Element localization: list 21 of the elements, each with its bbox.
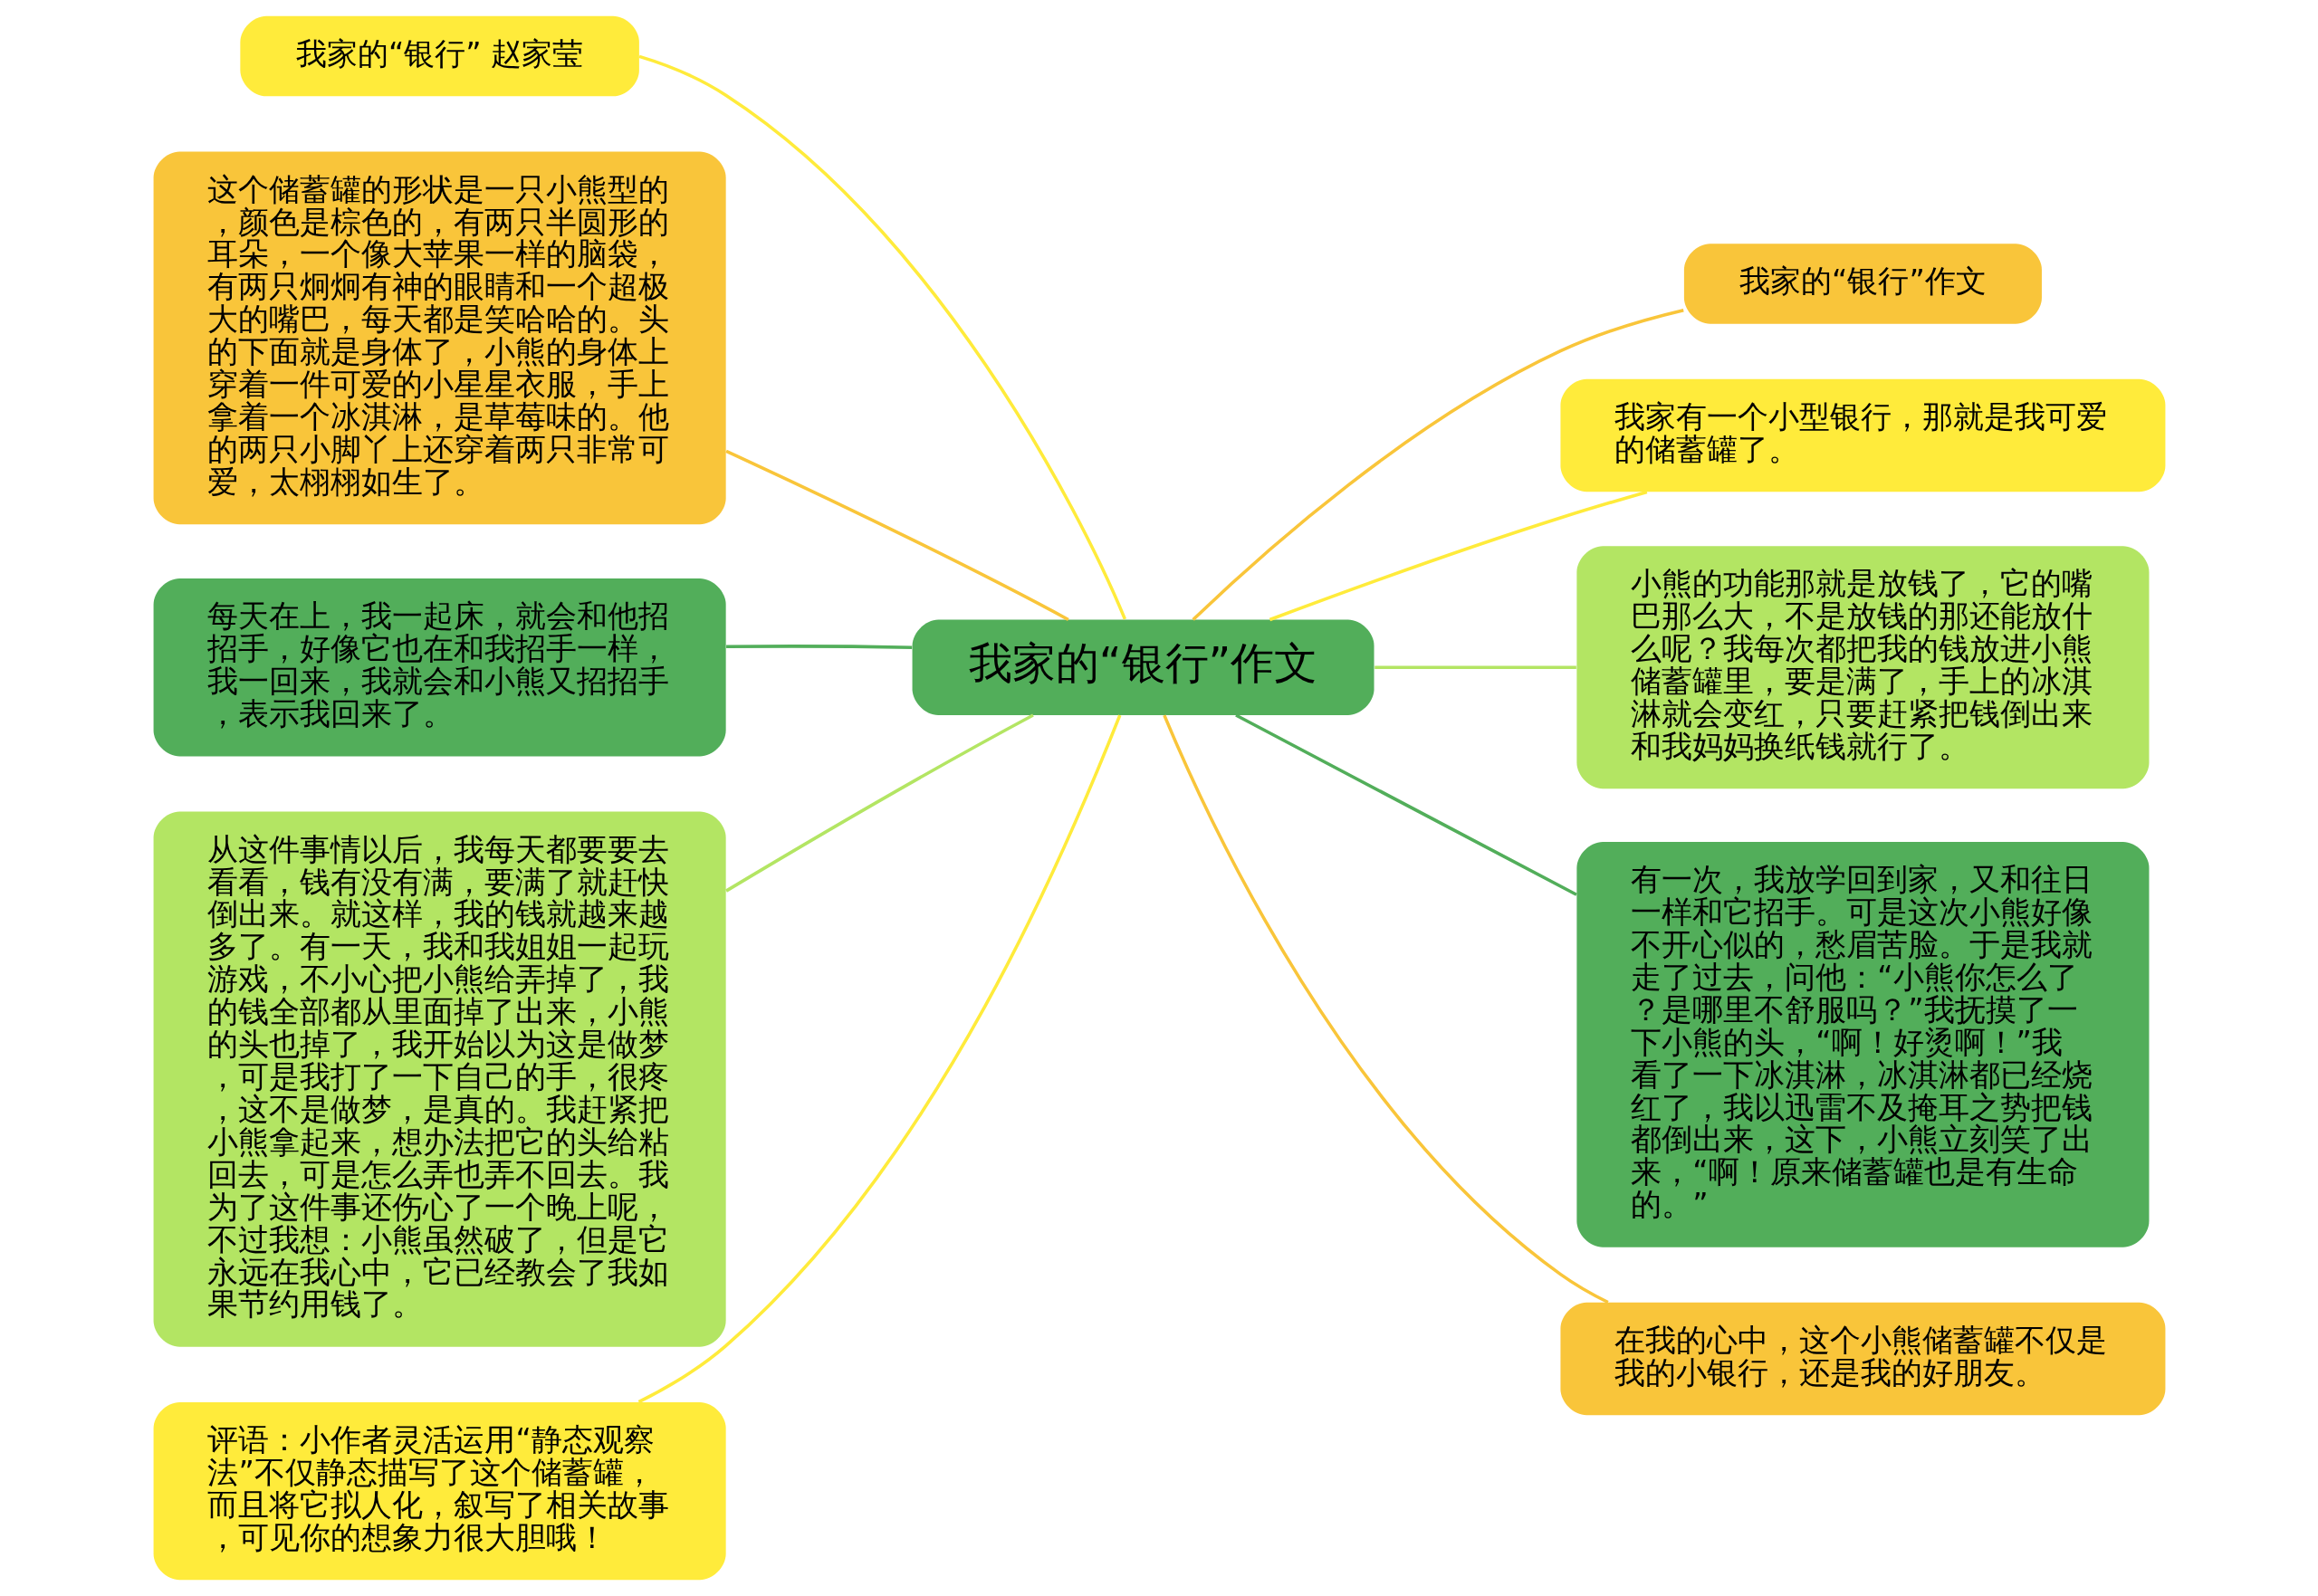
node-box: 小熊的功能那就是放钱了，它的嘴巴那么大，不是放钱的那还能放什么呢？我每次都把我的钱放进小熊储蓄罐里，要是满了，手上的冰淇淋就会变红，只要赶紧把钱倒出来和我妈妈换纸钱就行了。	[1576, 546, 2149, 789]
node-box: 从这件事情以后，我每天都要要去看看，钱有没有满，要满了就赶快倒出来。就这样，我的钱就越来越多了。有一天，我和我姐姐一起玩游戏，不小心把小熊给弄掉了，我的钱全部都从里面掉了出来，小熊的头也掉了，我开始以为这是做梦，可是我打了一下自己的手，很疼，这不是做梦，是真的。我赶紧把小熊拿起来，想办法把它的头给粘回去，可是怎么弄也弄不回去。我为了这件事还伤心了一个晚上呢，不过我想：小熊虽然破了，但是它永远在我心中，它已经教会了我如果节约用钱了。	[153, 811, 726, 1347]
node-box: 评语：小作者灵活运用“静态观察法”不仅静态描写了这个储蓄罐，而且将它拟人化，叙写了相关故事，可见你的想象力很大胆哦！	[153, 1401, 726, 1581]
node-box: 我家的“银行” 赵家莹	[239, 15, 639, 97]
node-box: 这个储蓄罐的形状是一只小熊型的，颜色是棕色的，有两只半圆形的耳朵，一个像大苹果一样的脑袋，有两只炯炯有神的眼睛和一个超极大的嘴巴，每天都是笑哈哈的。头的下面就是身体了，小熊的身体上穿着一件可爱的小星星衣服，手上拿着一个冰淇淋，是草莓味的。他的两只小脚丫上还穿着两只非常可爱，太栩栩如生了。	[153, 151, 726, 525]
connector	[1191, 308, 1684, 621]
connector	[1269, 490, 1647, 622]
node-box: 每天在上，我一起床，就会和他招招手，好像它也在和我招手一样，我一回来，我就会和小熊又招招手，表示我回来了。	[153, 578, 726, 757]
connector	[637, 714, 1121, 1404]
node-box: 我家的“银行”作文	[912, 619, 1375, 715]
connector	[725, 645, 912, 649]
connector	[638, 54, 1126, 620]
connector	[724, 713, 1034, 893]
node-box: 我家的“银行”作文	[1683, 244, 2042, 324]
node-box: 我家有一个小型银行，那就是我可爱的储蓄罐了。	[1559, 378, 2165, 492]
connector	[1374, 665, 1576, 670]
connector	[724, 449, 1069, 622]
node-box: 在我的心中，这个小熊储蓄罐不仅是我的小银行，还是我的好朋友。	[1559, 1302, 2165, 1416]
node-box: 有一次，我放学回到家，又和往日一样和它招手。可是这次小熊好像不开心似的，愁眉苦脸。于是我就走了过去，问他：“小熊你怎么了？是哪里不舒服吗？”我抚摸了一下小熊的头，“啊！好烫啊！”我看了一下冰淇淋，冰淇淋都已经烧红了，我以迅雷不及掩耳之势把钱都倒出来，这下，小熊立刻笑了出来，“啊！原来储蓄罐也是有生命的。”	[1576, 842, 2149, 1247]
connector	[1234, 713, 1577, 896]
connector	[1162, 714, 1609, 1305]
